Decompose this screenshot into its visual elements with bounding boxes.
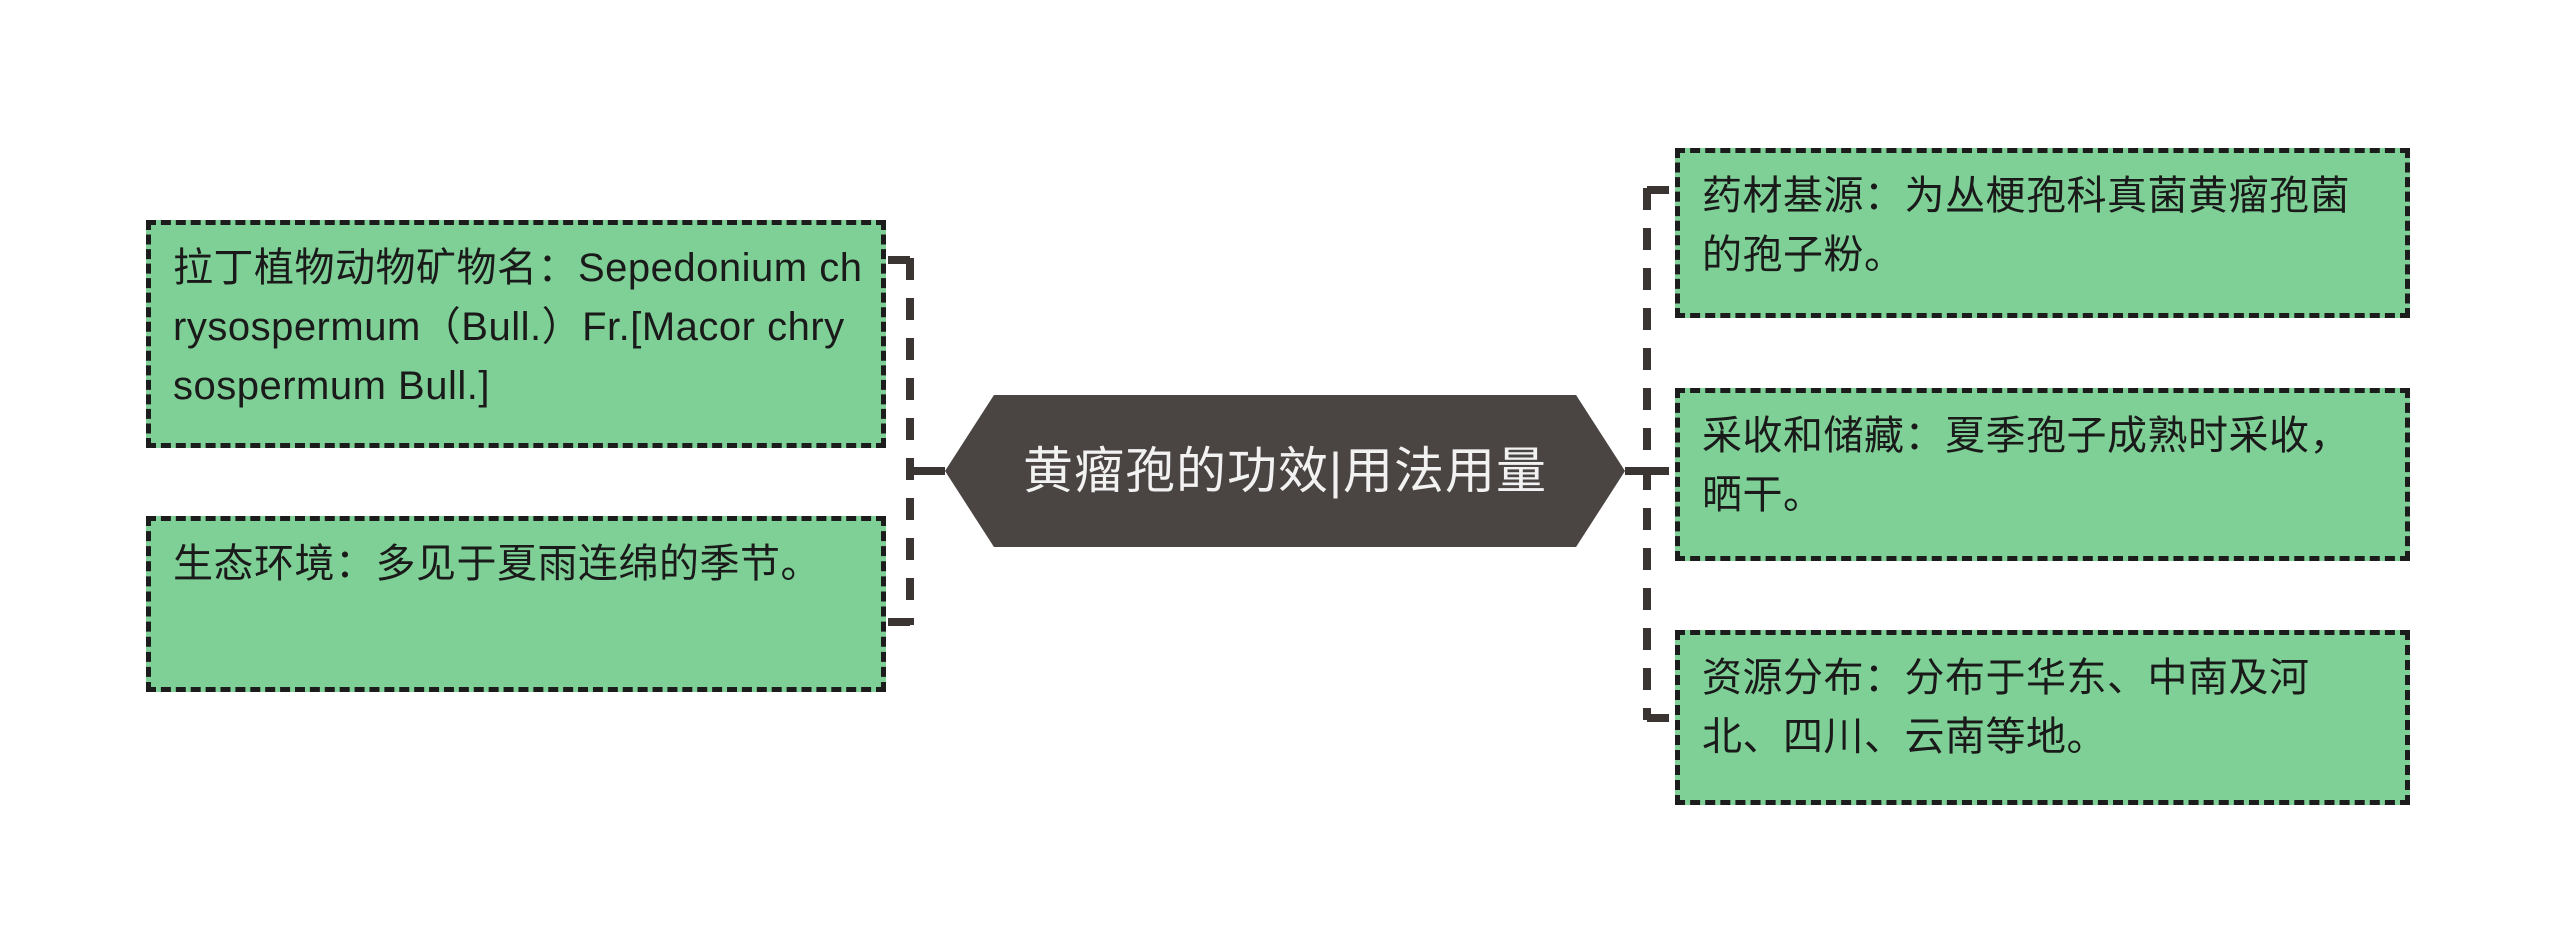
leaf-node-latin-name-label: 拉丁植物动物矿物名：Sepedonium chrysospermum（Bull.… [173,246,863,409]
leaf-node-harvest[interactable]: 采收和储藏：夏季孢子成熟时采收，晒干。 [1675,388,2410,561]
center-node[interactable]: 黄瘤孢的功效|用法用量 [945,395,1625,547]
leaf-node-latin-name[interactable]: 拉丁植物动物矿物名：Sepedonium chrysospermum（Bull.… [146,220,886,448]
leaf-node-habitat-label: 生态环境：多见于夏雨连绵的季节。 [173,542,821,586]
leaf-node-source-label: 药材基源：为丛梗孢科真菌黄瘤孢菌的孢子粉。 [1702,174,2350,278]
leaf-node-source[interactable]: 药材基源：为丛梗孢科真菌黄瘤孢菌的孢子粉。 [1675,148,2410,318]
leaf-node-habitat[interactable]: 生态环境：多见于夏雨连绵的季节。 [146,516,886,692]
leaf-node-region[interactable]: 资源分布：分布于华东、中南及河北、四川、云南等地。 [1675,630,2410,805]
leaf-node-region-label: 资源分布：分布于华东、中南及河北、四川、云南等地。 [1702,656,2310,760]
leaf-node-harvest-label: 采收和储藏：夏季孢子成熟时采收，晒干。 [1702,414,2350,518]
center-node-label: 黄瘤孢的功效|用法用量 [1023,443,1547,499]
